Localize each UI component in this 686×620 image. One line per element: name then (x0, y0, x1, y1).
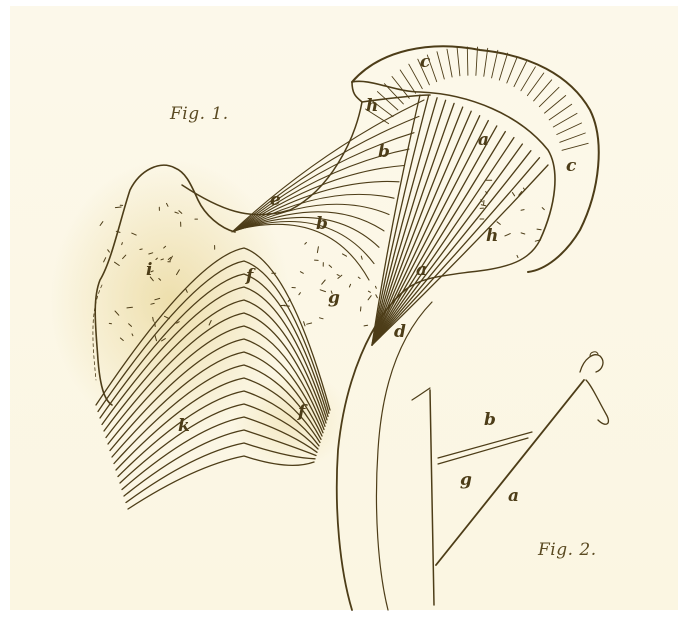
label-h-top: h (366, 98, 378, 115)
stipple-mark (115, 207, 121, 208)
label-i: i (146, 262, 152, 279)
label-c-top: c (420, 54, 430, 71)
stipple-mark (153, 317, 154, 321)
stipple-mark (122, 243, 123, 245)
figure1-caption: Fig. 1. (170, 104, 229, 124)
label-d: d (394, 324, 406, 341)
label-g: g (328, 290, 340, 307)
stipple-mark (140, 249, 142, 250)
label-c-right: c (566, 158, 576, 175)
cap-ridge-line (467, 47, 468, 75)
label-f-center: f (246, 268, 253, 285)
label-h-right: h (486, 228, 498, 245)
label-a-lower: a (416, 262, 427, 279)
figure2-caption: Fig. 2. (538, 540, 597, 560)
label-fig2-g: g (460, 472, 472, 489)
label-b-upper: b (378, 144, 390, 161)
label-b-lower: b (316, 216, 328, 233)
label-k: k (178, 418, 190, 435)
stipple-mark (521, 210, 524, 211)
stipple-mark (364, 325, 368, 326)
label-e: e (270, 192, 281, 209)
label-fig2-b: b (484, 412, 496, 429)
label-f-right: f (298, 404, 305, 421)
stipple-mark (537, 229, 541, 230)
label-a-upper: a (478, 132, 489, 149)
label-fig2-a: a (508, 488, 519, 505)
stipple-mark (127, 307, 132, 308)
